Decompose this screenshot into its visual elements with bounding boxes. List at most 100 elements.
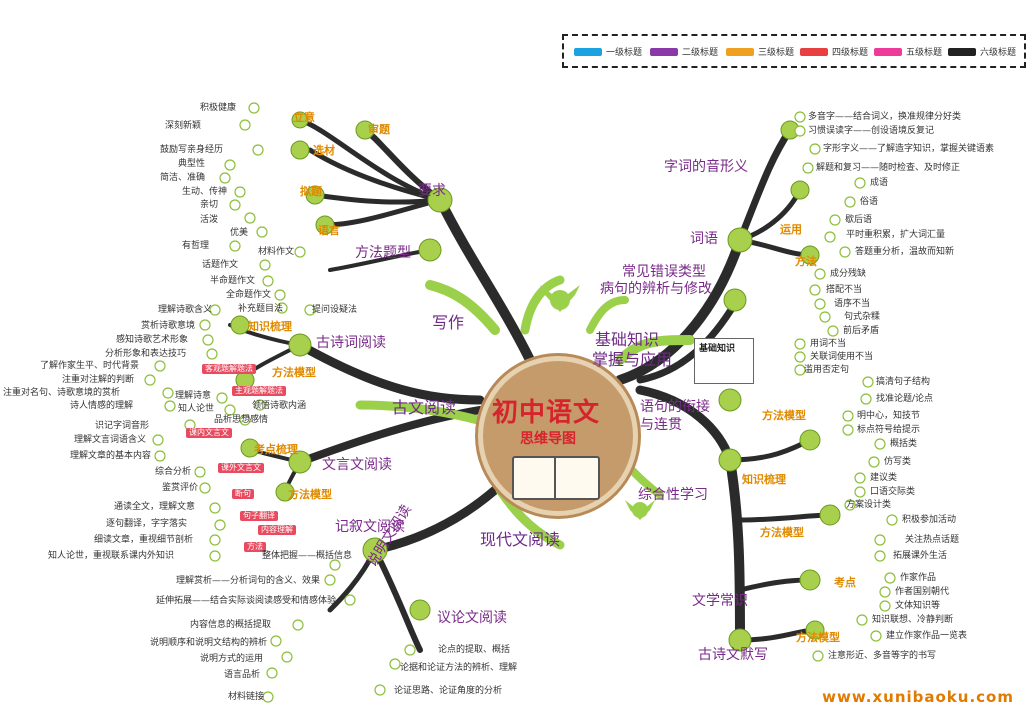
jichu-yinxingyi: 字词的音形义 — [664, 159, 748, 175]
leaf-label: 建议类 — [870, 473, 898, 483]
leaf-label: 整体把握——概括信息 — [262, 551, 353, 561]
leaf-label: 关联词使用不当 — [810, 352, 874, 362]
guwen-gushici: 古诗词阅读 — [316, 335, 386, 351]
jichu-bingju-line2: 病句的辨析与修改 — [600, 281, 712, 297]
leaf-label: 注意形近、多音等字的书写 — [828, 651, 937, 661]
legend-label: 四级标题 — [832, 48, 869, 58]
jichu-card: 基础知识 — [694, 338, 754, 384]
open-book-icon — [512, 456, 600, 500]
leaf-label: 成语 — [870, 178, 889, 188]
leaf-label: 找准论题/论点 — [876, 394, 934, 404]
writing-yaoqiu: 要求 — [418, 183, 446, 199]
legend-label: 三级标题 — [758, 48, 795, 58]
leaf-label: 提问设疑法 — [312, 305, 358, 315]
leaf-label: 语序不当 — [834, 299, 871, 309]
leaf-decorations — [144, 102, 898, 703]
xiandai-yilunwen: 议论文阅读 — [437, 610, 507, 626]
leaf-label: 领悟诗歌内涵 — [252, 401, 307, 411]
jichu-gushiwen: 古诗文默写 — [698, 647, 768, 663]
guwen-fangfa-moxing: 方法模型 — [272, 366, 316, 379]
tag-keguanti: 客观题解题法 — [202, 364, 256, 374]
jichu-sub-fangfa: 方法 — [795, 255, 817, 268]
leaf-label: 滥用否定句 — [804, 365, 850, 375]
leaf-label: 分析形象和表达技巧 — [105, 349, 187, 359]
leaf-label: 鼓励写亲身经历 — [160, 145, 224, 155]
guwen-wenyanwen: 文言文阅读 — [322, 457, 392, 473]
leaf-label: 多音字——结合词义，换准规律分好类 — [808, 112, 962, 122]
leaf-label: 诗人情感的理解 — [70, 401, 134, 411]
leaf-label: 积极健康 — [200, 103, 237, 113]
leaf-label: 典型性 — [178, 159, 206, 169]
leaf-label: 俗语 — [860, 197, 879, 207]
green-branches — [355, 275, 695, 550]
leaf-label: 论据和论证方法的辨析、理解 — [400, 663, 518, 673]
leaf-label: 知识联想、冷静判断 — [872, 615, 954, 625]
jichu-sub-fangfa-moxing-b: 方法模型 — [760, 526, 804, 539]
leaf-label: 明中心，知技节 — [857, 411, 921, 421]
leaf-label: 搭配不当 — [826, 285, 863, 295]
leaf-label: 识记字词音形 — [95, 421, 150, 431]
leaf-label: 理解诗歌含义 — [158, 305, 213, 315]
leaf-label: 前后矛盾 — [843, 326, 880, 336]
tag-juzi-fanyi: 句子翻译 — [240, 511, 278, 521]
leaf-label: 文体知识等 — [895, 601, 941, 611]
tag-fangfa: 方法 — [244, 542, 266, 552]
jichu-sub-fangfa-moxing-a: 方法模型 — [762, 409, 806, 422]
leaf-label: 论证思路、论证角度的分析 — [394, 686, 503, 696]
center-subtitle: 思维导图 — [520, 431, 576, 447]
leaf-label: 字形字义——了解造字知识，掌握关键语素 — [823, 144, 995, 154]
leaf-label: 标点符号给提示 — [857, 425, 921, 435]
branch-guwen: 古文阅读 — [392, 398, 457, 417]
leaf-label: 活泼 — [200, 215, 219, 225]
leaf-label: 习惯误读字——创设语境反复记 — [808, 126, 935, 136]
writing-niti: 拟题 — [300, 185, 322, 198]
legend-item: 一级标题 — [574, 45, 642, 58]
writing-liyi: 立意 — [293, 111, 315, 124]
jichu-zonghe: 综合性学习 — [638, 487, 708, 503]
legend-label: 一级标题 — [606, 48, 643, 58]
legend-swatch — [726, 47, 754, 56]
jichu-sub-fangfa-moxing-c: 方法模型 — [796, 631, 840, 644]
leaf-label: 积极参加活动 — [902, 515, 957, 525]
leaf-label: 感知诗歌艺术形象 — [116, 335, 189, 345]
leaf-label: 通读全文，理解文意 — [114, 502, 196, 512]
leaf-label: 语言品析 — [224, 670, 261, 680]
leaf-label: 建立作家作品一览表 — [886, 631, 968, 641]
guwen-kaodian-shuli: 考点梳理 — [254, 443, 298, 456]
leaf-label: 内容信息的概括提取 — [190, 620, 272, 630]
leaf-label: 补充题目法 — [238, 304, 284, 314]
leaf-label: 了解作家生平、时代背景 — [40, 361, 140, 371]
legend-item: 三级标题 — [726, 45, 794, 58]
writing-yuyan: 语言 — [318, 224, 340, 237]
leaf-label: 作家作品 — [900, 573, 937, 583]
leaf-label: 理解诗意 — [175, 391, 212, 401]
leaf-label: 句式杂糅 — [844, 312, 881, 322]
legend-label: 五级标题 — [906, 48, 943, 58]
legend-label: 六级标题 — [980, 48, 1017, 58]
guwen-fangfa-moxing2: 方法模型 — [288, 488, 332, 501]
legend-label: 二级标题 — [682, 48, 719, 58]
node-knots — [230, 111, 841, 652]
leaf-label: 概括类 — [890, 439, 918, 449]
legend-item: 六级标题 — [948, 45, 1016, 58]
jichu-wenxue: 文学常识 — [692, 593, 748, 609]
leaf-label: 搞清句子结构 — [876, 377, 931, 387]
jichu-bingju-line1: 常见错误类型 — [622, 264, 706, 280]
writing-xuancai: 选材 — [313, 144, 335, 157]
legend-item: 二级标题 — [650, 45, 718, 58]
leaf-label: 理解文章的基本内容 — [70, 451, 152, 461]
leaf-label: 关注热点话题 — [905, 535, 960, 545]
leaf-label: 知人论世 — [178, 404, 215, 414]
leaf-label: 半命题作文 — [210, 276, 256, 286]
leaf-label: 材料作文 — [258, 247, 295, 257]
leaf-label: 话题作文 — [202, 260, 239, 270]
leaf-label: 细读文章，重视细节剖析 — [94, 535, 194, 545]
branch-xiandai: 现代文阅读 — [480, 530, 561, 549]
leaf-label: 有哲理 — [182, 241, 210, 251]
leaf-label: 生动、传神 — [182, 187, 228, 197]
branch-jichu-line1: 基础知识 — [595, 330, 660, 349]
green-figure-decorations — [540, 285, 655, 520]
legend-item: 四级标题 — [800, 45, 868, 58]
legend-box: 一级标题 二级标题 三级标题 四级标题 五级标题 六级标题 — [562, 34, 1026, 68]
